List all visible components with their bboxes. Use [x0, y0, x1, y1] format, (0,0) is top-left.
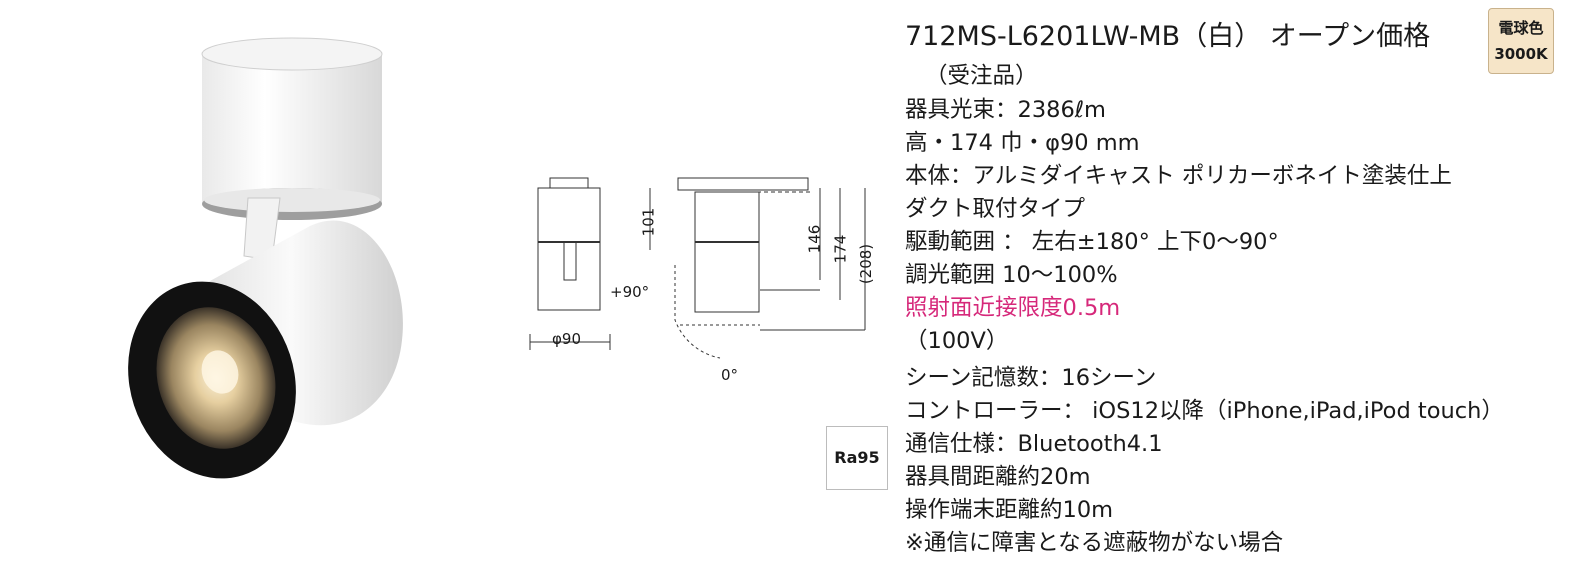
- color-badge-line1: 電球色: [1498, 19, 1544, 37]
- feature-device-distance: 操作端末距離約10m: [905, 497, 1114, 523]
- spec-min-distance: 照射面近接限度0.5m: [905, 295, 1121, 321]
- feature-scenes: シーン記憶数：16シーン: [905, 365, 1157, 391]
- spec-range: 駆動範囲 ： 左右±180° 上下0～90°: [905, 229, 1279, 255]
- dim-101-label: 101: [639, 207, 658, 237]
- spec-material: 本体：アルミダイキャスト ポリカーボネイト塗装仕上: [905, 163, 1452, 189]
- feature-note: ※通信に障害となる遮蔽物がない場合: [905, 530, 1284, 556]
- spec-flux: 器具光束：2386ℓm: [905, 97, 1106, 123]
- feature-fixture-distance: 器具間距離約20m: [905, 464, 1091, 490]
- front-view-body: [537, 187, 601, 311]
- base-cylinder: [202, 54, 382, 204]
- feature-bluetooth: 通信仕様：Bluetooth4.1: [905, 431, 1163, 457]
- feature-controller: コントローラー： iOS12以降（iPhone,iPad,iPod touch）: [905, 398, 1504, 424]
- product-photo: [128, 37, 403, 479]
- spec-dimming: 調光範囲 10～100%: [905, 262, 1118, 288]
- side-view-upper: [694, 191, 760, 243]
- ra-badge: Ra95: [826, 426, 888, 490]
- side-view-lower: [694, 241, 760, 313]
- angle-plus90-label: +90°: [610, 283, 650, 301]
- product-title: 712MS-L6201LW-MB（白） オープン価格: [905, 21, 1431, 52]
- dimension-drawing: [529, 177, 866, 359]
- angle-0-label: 0°: [721, 366, 739, 384]
- order-note: （受注品）: [925, 63, 1038, 89]
- dim-146-label: 146: [805, 224, 824, 254]
- color-badge-line2: 3000K: [1494, 45, 1548, 63]
- spec-mount: ダクト取付タイプ: [905, 196, 1086, 222]
- color-temperature-badge: 電球色 3000K: [1488, 8, 1554, 74]
- dim-diameter-label: φ90: [552, 330, 581, 348]
- spec-size: 高・174 巾・φ90 mm: [905, 130, 1140, 156]
- dim-208-label: (208): [857, 243, 876, 285]
- spec-voltage: （100V）: [905, 328, 1009, 354]
- dim-174-label: 174: [831, 234, 850, 264]
